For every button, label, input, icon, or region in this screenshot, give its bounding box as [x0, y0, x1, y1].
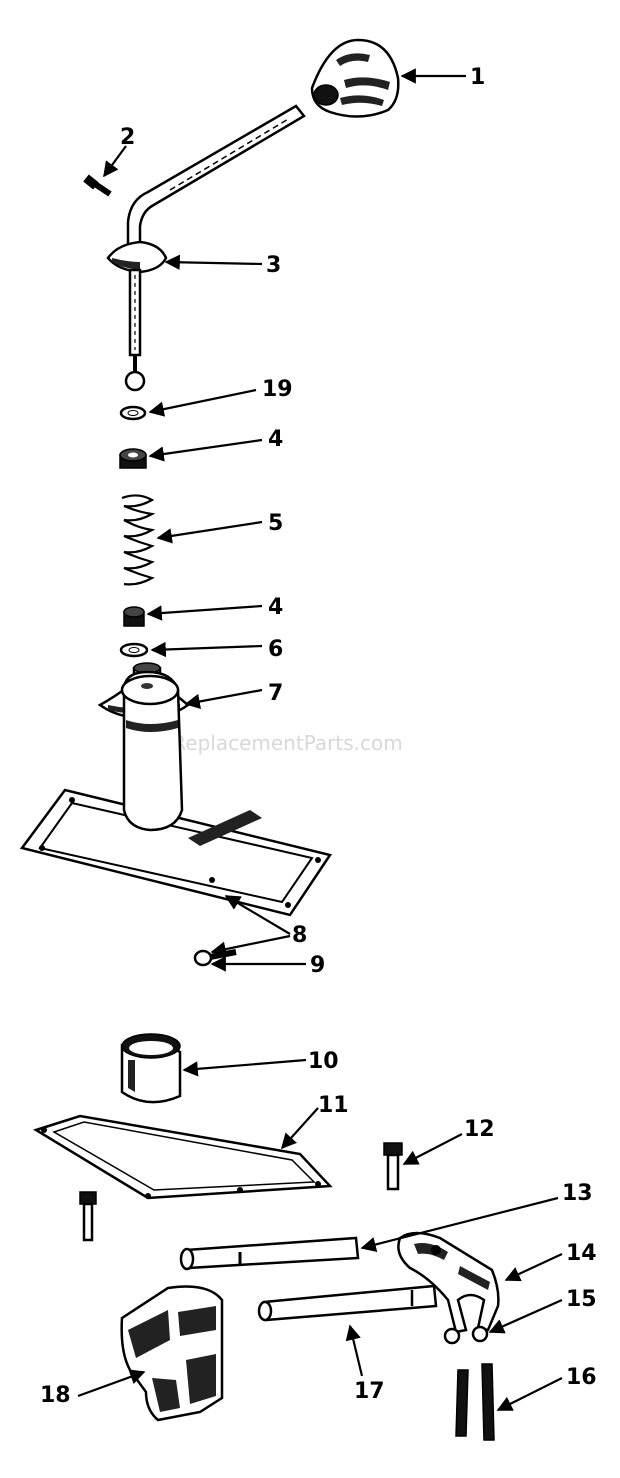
part-13-shift-rail [179, 1236, 360, 1271]
callout-7: 7 [268, 681, 283, 706]
callout-16: 16 [566, 1365, 597, 1390]
callout-11: 11 [318, 1093, 349, 1118]
part-18-shift-block [120, 1285, 224, 1422]
part-16-springs [455, 1363, 495, 1441]
part-2-pin [83, 174, 112, 197]
callout-14: 14 [566, 1241, 597, 1266]
callout-4b: 4 [268, 595, 283, 620]
callout-5: 5 [268, 511, 283, 536]
unlabeled-bolt [79, 1191, 97, 1242]
part-15-balls [443, 1325, 489, 1345]
callout-3: 3 [266, 253, 281, 278]
part-11-gasket [33, 1114, 333, 1200]
callout-1: 1 [470, 65, 485, 90]
callout-9: 9 [310, 953, 325, 978]
callout-labels: 1 2 3 19 4 5 4 6 7 8 9 10 11 12 13 14 15… [40, 65, 597, 1408]
part-14-shift-fork [397, 1231, 500, 1334]
part-4-upper-seat [119, 448, 147, 469]
callout-10: 10 [308, 1049, 339, 1074]
part-1-shift-knob [310, 38, 400, 118]
callout-2: 2 [120, 125, 135, 150]
part-3-shift-lever [106, 104, 306, 392]
callout-17: 17 [354, 1379, 385, 1404]
callout-6: 6 [268, 637, 283, 662]
callout-18: 18 [40, 1383, 71, 1408]
part-12-bolt [383, 1142, 403, 1191]
part-8-housing-cover [19, 670, 333, 917]
callout-15: 15 [566, 1287, 597, 1312]
part-19-washer [119, 405, 147, 421]
callout-19: 19 [262, 377, 293, 402]
leader-lines [77, 68, 563, 1411]
callout-4a: 4 [268, 427, 283, 452]
watermark-text: eReplacementParts.com [160, 731, 403, 755]
callout-8: 8 [292, 923, 307, 948]
part-6-washer [119, 642, 149, 658]
callout-12: 12 [464, 1117, 495, 1142]
part-5-spring [121, 494, 156, 586]
callout-13: 13 [562, 1181, 593, 1206]
part-10-sleeve [120, 1033, 182, 1104]
part-4-lower-seat [123, 606, 145, 627]
part-17-shift-rail [257, 1284, 438, 1322]
